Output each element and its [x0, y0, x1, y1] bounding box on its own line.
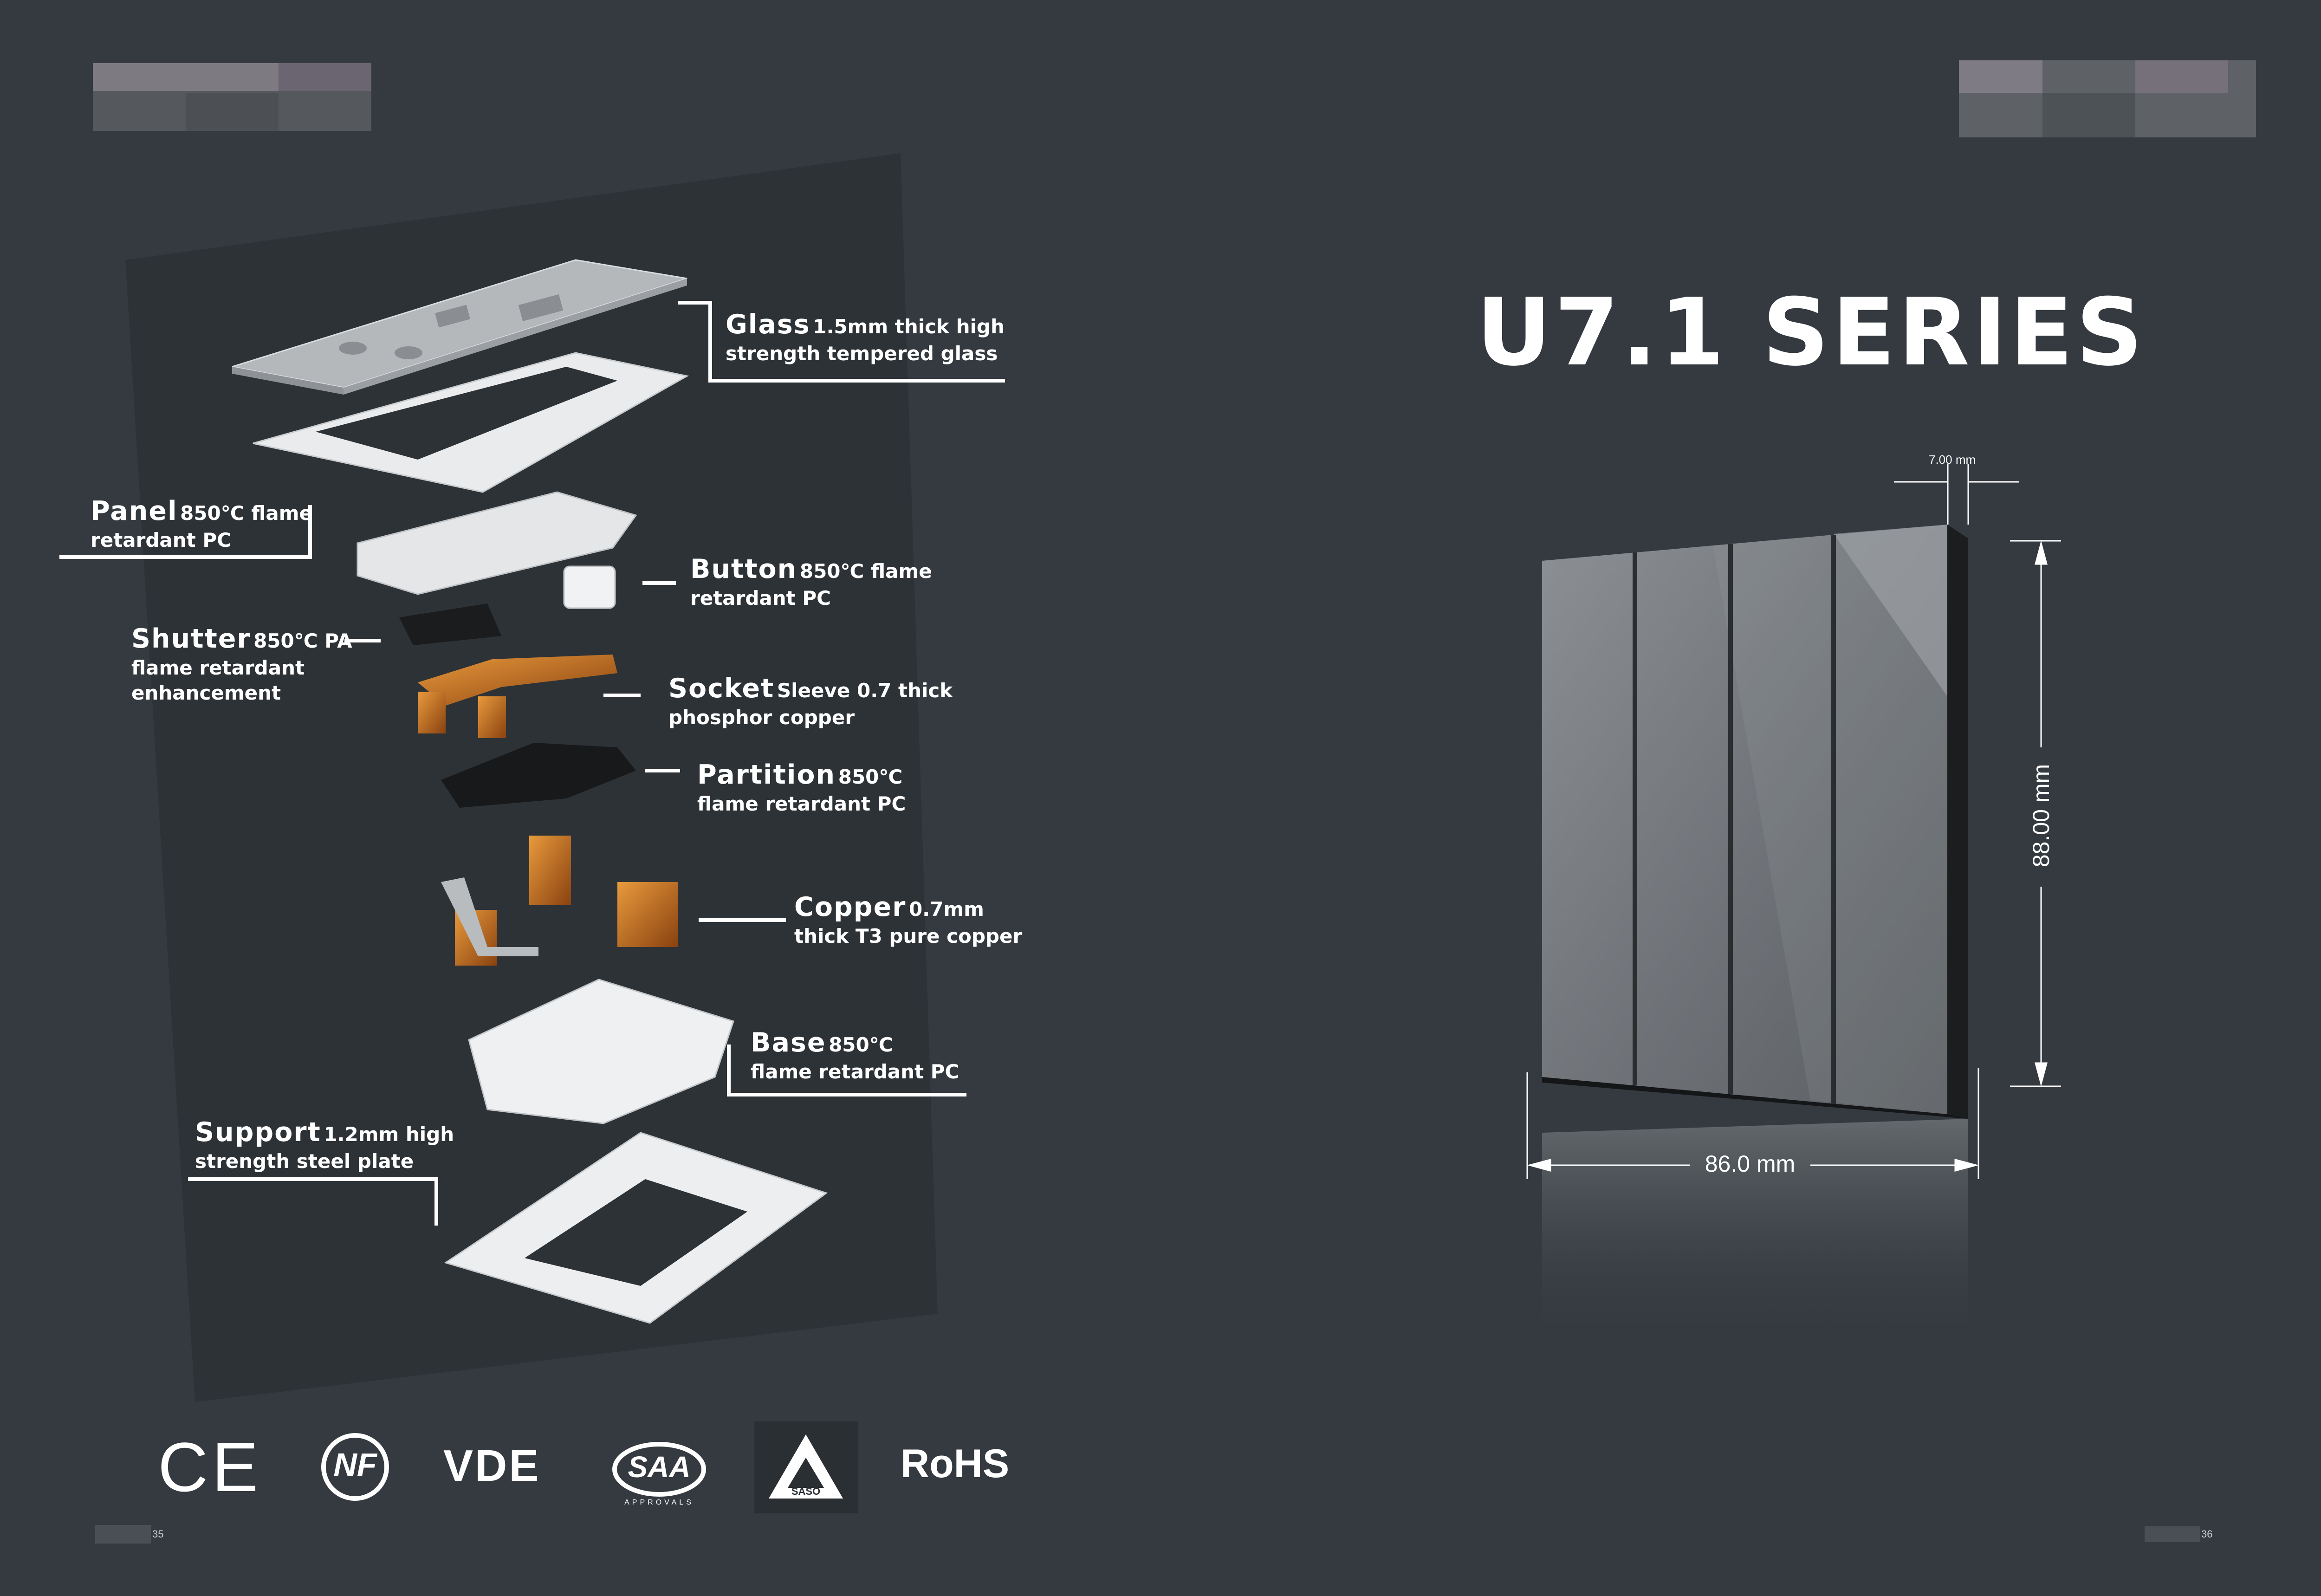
label-support: Support 1.2mm high strength steel plate	[195, 1118, 454, 1172]
label-glass-name: Glass	[726, 309, 810, 340]
panel-glass-face	[1542, 525, 1947, 1114]
label-glass: Glass 1.5mm thick high strength tempered…	[726, 310, 1005, 364]
logo-left	[93, 63, 371, 131]
glass-leader	[678, 301, 1005, 383]
label-panel: Panel 850℃ flame retardant PC	[91, 497, 312, 551]
label-glass-spec2: strength tempered glass	[726, 342, 998, 365]
label-shutter-spec: 850℃ PA	[253, 629, 352, 652]
product-panel	[1542, 525, 1968, 1351]
page-number-left: 35	[152, 1528, 164, 1540]
label-support-spec: 1.2mm high	[324, 1123, 454, 1146]
label-copper-name: Copper	[794, 892, 907, 922]
logo-right	[1959, 60, 2256, 137]
page-number-right: 36	[2201, 1528, 2213, 1540]
label-copper-spec: 0.7mm	[908, 898, 984, 921]
page-tab-left	[95, 1525, 151, 1544]
label-glass-spec: 1.5mm thick high	[813, 315, 1005, 338]
base-part	[468, 979, 734, 1124]
label-partition-spec: 850℃	[838, 766, 903, 788]
nf-logo-mark	[321, 1433, 389, 1501]
label-socket-name: Socket	[668, 673, 775, 704]
label-base: Base 850℃ flame retardant PC	[751, 1028, 959, 1083]
dimension-height: 88.00 mm	[2028, 764, 2054, 868]
label-support-name: Support	[195, 1117, 321, 1148]
label-button: Button 850℃ flame retardant PC	[690, 555, 932, 609]
cert-logos	[95, 1421, 2200, 1544]
label-partition-name: Partition	[697, 759, 836, 790]
panel-reflection	[1542, 1119, 1968, 1351]
dimension-width: 86.0 mm	[1705, 1151, 1796, 1177]
label-shutter-spec2: flame retardant	[131, 656, 305, 679]
saso-logo: SASO	[791, 1486, 821, 1497]
panel-leader	[59, 505, 312, 559]
shutter-part	[399, 603, 501, 645]
label-shutter: Shutter 850℃ PA flame retardant enhancem…	[131, 624, 352, 704]
label-shutter-name: Shutter	[131, 623, 251, 654]
mechanism-block	[357, 491, 637, 595]
label-partition-spec2: flame retardant PC	[697, 792, 906, 815]
saa-logo: SAA	[628, 1450, 691, 1484]
label-shutter-spec3: enhancement	[131, 681, 281, 704]
saa-approvals: APPROVALS	[624, 1499, 694, 1506]
label-socket-spec2: phosphor copper	[668, 706, 855, 729]
label-copper: Copper 0.7mm thick T3 pure copper	[794, 893, 1022, 947]
nf-logo: NF	[333, 1447, 377, 1483]
label-socket-spec: Sleeve 0.7 thick	[777, 679, 953, 702]
label-panel-spec: 850℃ flame	[180, 502, 312, 525]
vde-logo: VDE	[443, 1441, 541, 1491]
label-button-spec: 850℃ flame	[799, 560, 932, 583]
saa-logo-mark	[612, 1442, 706, 1497]
label-base-name: Base	[751, 1027, 826, 1058]
socket-sleeve	[418, 655, 617, 706]
leader-lines	[59, 301, 1005, 1226]
label-base-spec: 850℃	[829, 1033, 893, 1056]
label-partition: Partition 850℃ flame retardant PC	[697, 760, 906, 815]
page-tab-right	[2145, 1526, 2200, 1542]
label-panel-name: Panel	[91, 496, 178, 526]
partition-part	[441, 743, 636, 808]
exploded-view-diagram	[232, 259, 828, 1324]
series-title: U7.1 SERIES	[1476, 279, 2146, 387]
label-button-spec2: retardant PC	[690, 586, 831, 610]
base-leader	[727, 1045, 966, 1096]
label-support-spec2: strength steel plate	[195, 1149, 414, 1173]
support-leader	[188, 1177, 438, 1226]
ce-logo: CE	[158, 1428, 262, 1506]
label-copper-spec2: thick T3 pure copper	[794, 924, 1023, 947]
dimension-lines	[1526, 464, 2061, 1179]
label-button-name: Button	[690, 554, 797, 584]
label-socket: Socket Sleeve 0.7 thick phosphor copper	[668, 674, 953, 728]
label-panel-spec2: retardant PC	[91, 528, 231, 551]
dimension-depth: 7.00 mm	[1929, 453, 1976, 467]
rohs-logo: RoHS	[901, 1441, 1010, 1486]
label-base-spec2: flame retardant PC	[751, 1060, 960, 1083]
